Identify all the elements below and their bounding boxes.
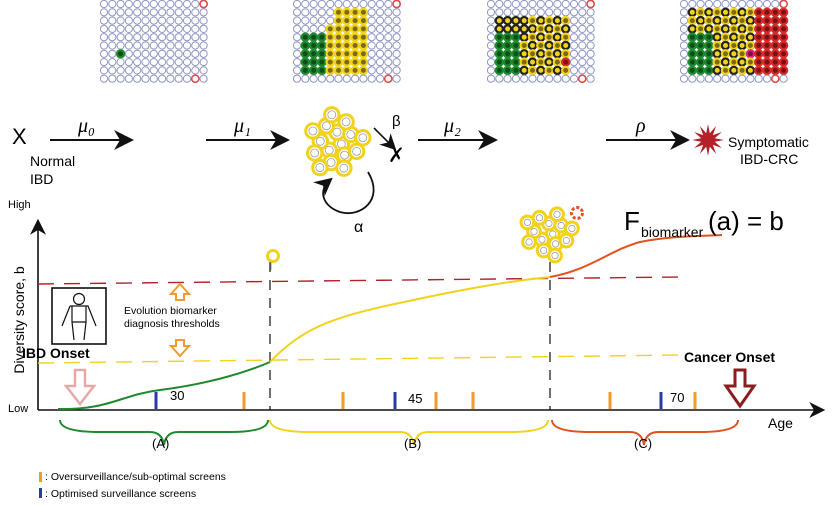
tissue-grids — [99, 0, 789, 84]
oversurveillance-screen-tick — [242, 392, 246, 409]
y-axis-low-label: Low — [8, 403, 28, 415]
equation-rest: (a) = b — [708, 206, 784, 236]
mu1-transition-arrow: μ₁ — [206, 115, 290, 150]
tissue-grid-3 — [486, 0, 595, 84]
optimised-screen-tick — [154, 392, 158, 409]
legend-optimised-label: : Optimised surveillance screens — [45, 488, 196, 500]
alpha-label: α — [354, 219, 363, 236]
beta-death-arrow: β ✗ — [373, 113, 405, 167]
phase-c-label: (C) — [634, 436, 652, 451]
phase-b-curve — [269, 276, 551, 363]
symptomatic-label: Symptomatic — [728, 134, 809, 150]
beta-label: β — [392, 113, 401, 130]
thresholds-label-line2: diagnosis thresholds — [124, 318, 220, 330]
single-clone-marker — [266, 249, 280, 270]
ibd-onset-label: IBD Onset — [22, 345, 90, 361]
y-axis-high-label: High — [8, 199, 31, 211]
tumour-star-icon — [692, 124, 724, 156]
x-axis-title: Age — [768, 415, 793, 431]
oversurveillance-screen-tick — [693, 392, 697, 409]
mu1-label: μ₁ — [233, 115, 251, 137]
biomarker-equation: F biomarker (a) = b — [624, 206, 784, 240]
equation-f: F — [624, 206, 640, 236]
phase-c-brace — [551, 419, 739, 446]
legend-optimised-swatch — [39, 488, 42, 498]
phase-a-curve — [57, 361, 271, 411]
oversurveillance-screen-tick — [608, 392, 612, 409]
equation-subscript: biomarker — [641, 224, 704, 240]
chart-clone-cluster — [519, 206, 584, 264]
lower-threshold-line — [37, 354, 681, 364]
mu2-label: μ₂ — [443, 115, 461, 137]
threshold-arrows — [168, 282, 192, 358]
upper-threshold-line — [37, 276, 681, 285]
age-label-45: 45 — [408, 391, 422, 406]
normal-label: Normal — [30, 153, 75, 169]
tissue-grid-1 — [99, 0, 208, 84]
phase-c-curve — [549, 234, 723, 278]
oversurveillance-screen-tick — [434, 392, 438, 409]
phase-a-brace — [59, 419, 269, 446]
rho-transition-arrow: ρ — [606, 115, 690, 150]
age-label-30: 30 — [170, 388, 184, 403]
legend-over-label: : Oversurveillance/sub-optimal screens — [45, 471, 226, 483]
oversurveillance-screen-tick — [341, 392, 345, 409]
oversurveillance-screen-tick — [471, 392, 475, 409]
screening-ticks — [154, 392, 697, 409]
cancer-onset-label: Cancer Onset — [684, 349, 775, 365]
phase-a-label: (A) — [152, 436, 169, 451]
death-mark: ✗ — [388, 145, 405, 167]
ibd-crc-label: IBD-CRC — [740, 151, 798, 167]
start-state-label: X — [12, 124, 27, 149]
yellow-clone-cluster — [304, 106, 372, 177]
cancer-onset-arrow-icon — [723, 368, 757, 409]
phase-b-label: (B) — [404, 436, 421, 451]
ibd-onset-arrow-icon — [63, 368, 97, 407]
mu2-transition-arrow: μ₂ — [418, 115, 498, 150]
tissue-grid-4 — [679, 0, 789, 84]
alpha-loop: α — [313, 171, 375, 236]
rho-label: ρ — [635, 115, 646, 137]
legend-over-swatch — [39, 472, 42, 482]
age-label-70: 70 — [670, 390, 684, 405]
mu0-label: μ₀ — [77, 115, 95, 137]
optimised-screen-tick — [393, 392, 397, 409]
mu0-transition-arrow: μ₀ — [50, 115, 134, 150]
tissue-grid-2 — [292, 0, 401, 84]
optimised-screen-tick — [659, 392, 663, 409]
person-icon — [51, 287, 107, 345]
thresholds-label-line1: Evolution biomarker — [124, 305, 217, 317]
phase-b-brace — [269, 419, 549, 446]
ibd-label: IBD — [30, 171, 53, 187]
y-axis-title: Diversity score, b — [11, 266, 27, 374]
